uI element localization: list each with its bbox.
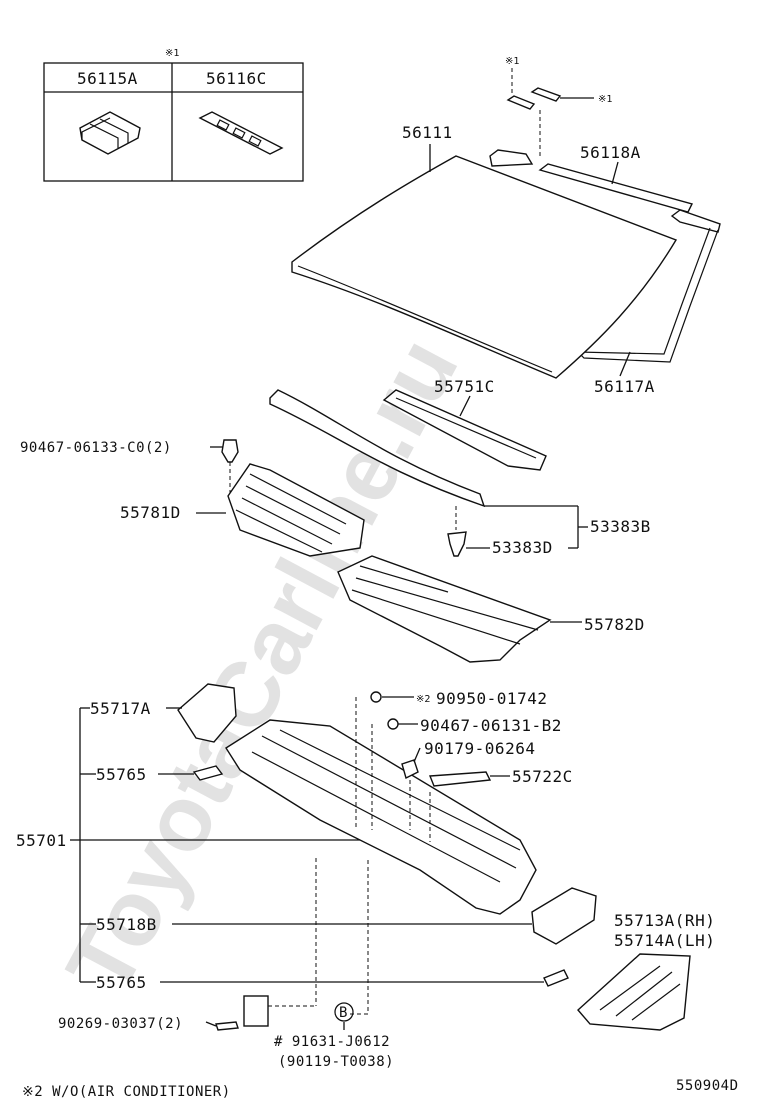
cowl-seal-group: 55751C <box>269 377 547 508</box>
callout-55714A: 55714A(LH) <box>614 931 715 950</box>
callout-56117A: 56117A <box>594 377 655 396</box>
cowl-seal-callouts: 53383B 53383D <box>447 505 651 557</box>
marker-b-circle <box>334 1002 354 1022</box>
clip-56116C-drawing <box>198 111 284 155</box>
screw-90269 <box>215 1021 239 1031</box>
callout-90269-03037: 90269-03037(2) <box>58 1016 183 1032</box>
callout-55751C: 55751C <box>434 377 495 396</box>
clip-small-1 <box>506 95 536 110</box>
clip-55765-b <box>543 969 569 987</box>
callout-55717A: 55717A <box>90 699 151 718</box>
callout-55701: 55701 <box>16 831 67 850</box>
note-top-b: ※1 <box>598 94 612 105</box>
inset-col-56115A: 56115A <box>77 69 138 88</box>
clip-90467-B2 <box>387 718 399 730</box>
watermark: ToyotaCarline.ru <box>48 322 478 1009</box>
cowl-panel-55701: 55717A ※2 90950-01742 90467-06131-B2 901… <box>16 683 715 1070</box>
clip-small-2 <box>530 87 562 102</box>
strip-56118A <box>538 163 694 213</box>
inset-table: ※1 56115A 56116C <box>43 48 304 182</box>
windshield-group: ※1 ※1 56111 56118A 56117A <box>291 56 721 396</box>
callout-91631-J0612: # 91631-J0612 <box>274 1034 390 1050</box>
nut-90179 <box>401 759 419 780</box>
inset-note-mark: ※1 <box>165 48 179 59</box>
seal-53383B <box>269 389 486 508</box>
bracket-55718B <box>531 887 597 945</box>
cowl-cover-55782D: 55782D <box>337 555 645 663</box>
callout-90950-01742: 90950-01742 <box>436 689 547 708</box>
clip-90467-C0: 90467-06133-C0(2) <box>20 439 239 494</box>
callout-55718B: 55718B <box>96 915 157 934</box>
callout-55765-b: 55765 <box>96 973 147 992</box>
clip-56115A-drawing <box>79 111 141 155</box>
windshield-glass-56111 <box>291 155 678 379</box>
nut-90950 <box>370 691 382 703</box>
callout-55765-a: 55765 <box>96 765 147 784</box>
side-panel-55713A <box>577 953 691 1031</box>
callout-55713A: 55713A(RH) <box>614 911 715 930</box>
clip-55765-a <box>192 765 224 781</box>
footer-note: ※2 W/O(AIR CONDITIONER) <box>22 1084 231 1100</box>
molding-top-right <box>670 209 721 233</box>
callout-53383B: 53383B <box>590 517 651 536</box>
callout-55781D: 55781D <box>120 503 181 522</box>
bracket-55717A <box>177 683 237 743</box>
plate-91631 <box>243 995 269 1027</box>
callout-53383D: 53383D <box>492 538 553 557</box>
clip-53383D <box>447 531 467 557</box>
marker-b-label: B <box>339 1005 348 1021</box>
callout-90119-T0038: (90119-T0038) <box>278 1054 394 1070</box>
callout-90467-06133-C0: 90467-06133-C0(2) <box>20 440 172 456</box>
inset-frame <box>43 62 304 182</box>
bracket-55722C <box>428 771 492 787</box>
inset-col-56116C: 56116C <box>206 69 267 88</box>
callout-56118A: 56118A <box>580 143 641 162</box>
note-top-a: ※1 <box>505 56 519 67</box>
callout-90179-06264: 90179-06264 <box>424 739 535 758</box>
callout-55782D: 55782D <box>584 615 645 634</box>
callout-90950-note: ※2 <box>416 694 430 705</box>
cowl-cover-55781D: 55781D <box>120 463 365 557</box>
drawing-id: 550904D <box>676 1078 739 1094</box>
callout-56111: 56111 <box>402 123 453 142</box>
callout-90467-06131-B2: 90467-06131-B2 <box>420 716 562 735</box>
molding-top-left <box>489 149 534 167</box>
callout-55722C: 55722C <box>512 767 573 786</box>
